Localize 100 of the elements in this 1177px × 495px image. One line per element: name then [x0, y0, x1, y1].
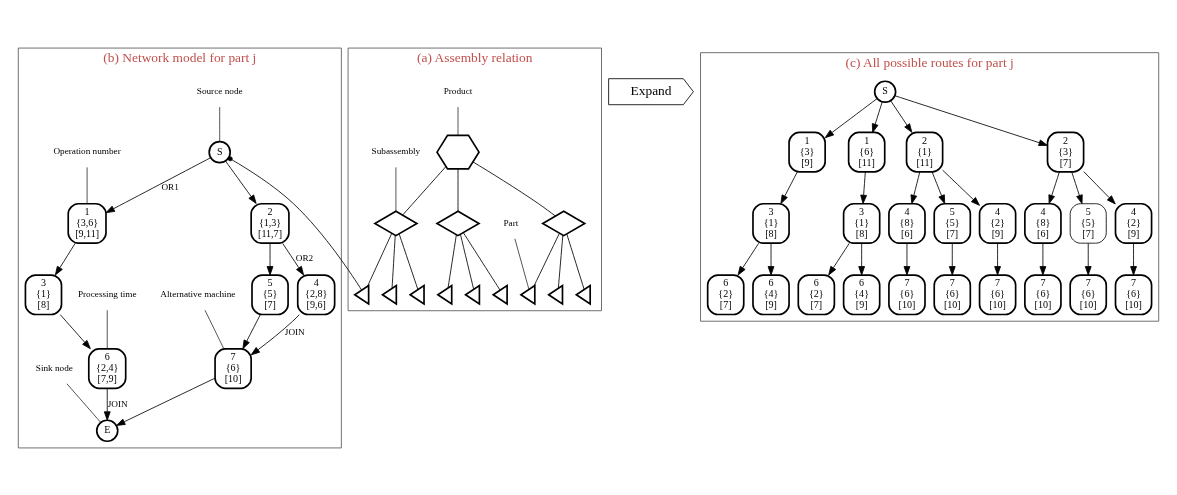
- node-box: 7 {6} [10]: [933, 273, 972, 315]
- node-box: 7 {6} [10]: [888, 273, 926, 315]
- connector: [557, 234, 564, 289]
- arrow: [894, 94, 1048, 146]
- connector: [398, 233, 419, 290]
- arrow: [858, 242, 865, 275]
- node-text: Product: [443, 85, 473, 96]
- edge-label: OR1: [161, 181, 179, 192]
- node-box: 1 {3,6} [9,11]: [67, 202, 107, 244]
- node-box: 4 {8} [6]: [1024, 202, 1062, 244]
- connector: [227, 155, 363, 291]
- node-box: 4 {2} [9]: [1114, 202, 1153, 244]
- connector: [402, 165, 447, 215]
- arrow: [948, 242, 956, 275]
- connector: [533, 232, 560, 286]
- connector: [457, 106, 459, 136]
- connector: [219, 106, 221, 142]
- node-box: 6 {2} [7]: [706, 273, 745, 315]
- node-box: 7 {6} [10]: [1024, 273, 1062, 315]
- node-text: Sink node: [35, 362, 73, 373]
- arrow: [1130, 242, 1137, 275]
- node-triangle: [464, 283, 481, 306]
- arrow: [1083, 170, 1116, 204]
- node-text: Source node: [196, 85, 243, 96]
- arrow: [1084, 242, 1092, 275]
- node-triangle: [547, 283, 564, 306]
- node-box: 3 {1} [8]: [24, 273, 63, 315]
- node-triangle: [353, 283, 370, 306]
- connector: [86, 166, 88, 204]
- node-box: 6 {4} [9]: [752, 273, 790, 315]
- node-diamond: [373, 209, 419, 237]
- node-diamond: [435, 209, 481, 237]
- connector: [106, 309, 108, 349]
- arrow: [828, 242, 850, 275]
- node-box: 1 {3} [9]: [788, 131, 826, 173]
- node-box: 4 {2,8} [9,6]: [296, 273, 336, 315]
- node-triangle: [436, 283, 453, 306]
- connector: [66, 382, 102, 423]
- node-box: 2 {3} [7]: [1046, 131, 1085, 173]
- node-box: 3 {1} [8]: [842, 202, 881, 244]
- node-box: 7 {6} [10]: [214, 347, 252, 389]
- node-box: 6 {2} [7]: [797, 273, 836, 315]
- arrow: [903, 242, 911, 275]
- arrow: [59, 313, 91, 349]
- connector: [566, 233, 585, 290]
- arrow: [225, 160, 257, 204]
- node-box: 5 {5} [7]: [1069, 202, 1107, 244]
- edge-label: JOIN: [284, 326, 305, 337]
- node-hexagon: [436, 134, 480, 170]
- node-box: 5 {5} [7]: [251, 273, 289, 315]
- connector: [457, 168, 459, 212]
- node-box: 2 {1,3} [11,7]: [250, 202, 290, 244]
- connector: [447, 233, 457, 288]
- node-triangle: [491, 283, 508, 306]
- arrow: [860, 171, 867, 204]
- arrow: [250, 313, 300, 355]
- connector: [391, 234, 396, 289]
- arrow: [282, 242, 305, 275]
- node-triangle: [408, 283, 425, 306]
- node-text: Alternative machine: [160, 288, 236, 299]
- connector: [204, 309, 225, 349]
- node-box: 7 {6} [10]: [1069, 273, 1108, 315]
- connector: [463, 231, 501, 291]
- node-circle: S: [873, 79, 897, 103]
- connector: [472, 161, 556, 216]
- node-text: Part: [503, 217, 519, 228]
- arrow: [780, 171, 798, 204]
- connector: [514, 237, 530, 289]
- arrow: [824, 97, 878, 138]
- node-box: 6 {4} [9]: [842, 273, 881, 315]
- arrow: [942, 169, 980, 206]
- arrow: [54, 242, 76, 275]
- node-box: 4 {8} [6]: [888, 202, 926, 244]
- node-box: 2 {1} [11]: [905, 131, 944, 173]
- arrow: [116, 377, 216, 426]
- arrow: [737, 242, 760, 275]
- edge-label: OR2: [295, 252, 314, 263]
- arrow: [103, 387, 111, 421]
- arrow: [242, 313, 261, 349]
- arrow: [931, 171, 946, 204]
- arrow: [910, 171, 921, 204]
- node-box: 5 {5} [7]: [933, 202, 972, 244]
- node-box: 4 {2} [9]: [978, 202, 1017, 244]
- connector: [460, 233, 475, 290]
- node-diamond: [541, 209, 587, 237]
- arrow: [994, 242, 1001, 275]
- arrow: [105, 156, 211, 213]
- node-triangle: [574, 283, 591, 306]
- arrow: [266, 242, 274, 275]
- arrow: [871, 101, 883, 133]
- node-text: Processing time: [77, 288, 137, 299]
- node-box: 6 {2,4} [7,9]: [87, 347, 127, 389]
- arrow: [767, 242, 775, 275]
- node-circle: E: [95, 418, 119, 442]
- node-box: 1 {6} [11]: [847, 131, 886, 173]
- arrow: [1048, 171, 1060, 204]
- node-triangle: [519, 283, 536, 306]
- node-box: 3 {1} [8]: [752, 202, 790, 244]
- arrow: [890, 99, 913, 133]
- connector: [395, 166, 397, 212]
